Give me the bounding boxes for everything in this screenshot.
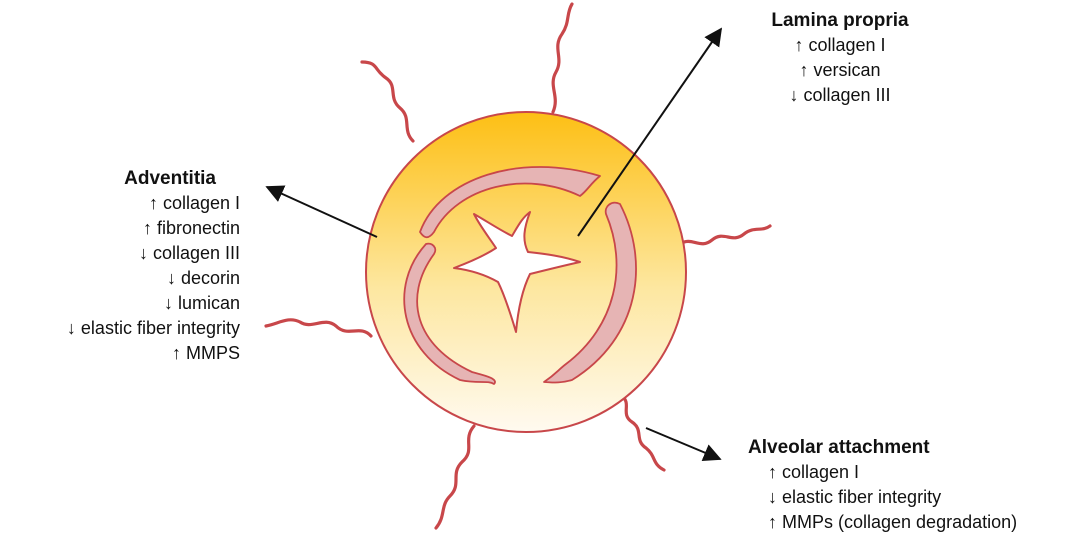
adventitia-item: ↓ lumican [8,291,240,316]
adventitia-block: Adventitia ↑ collagen I ↑ fibronectin ↓ … [8,166,240,366]
alveolar-attachment-title: Alveolar attachment [744,435,1089,460]
lamina-propria-item: ↓ collagen III [740,83,940,108]
alveolar-attachment-block: Alveolar attachment ↑ collagen I ↓ elast… [744,435,1089,535]
fiber-right [680,226,770,244]
fiber-left [266,320,371,336]
fiber-top-right [553,4,572,112]
alveolar-attachment-item: ↑ collagen I [744,460,1089,485]
adventitia-item: ↑ collagen I [8,191,240,216]
lamina-propria-block: Lamina propria ↑ collagen I ↑ versican ↓… [740,8,940,108]
alveolar-attachment-item: ↑ MMPs (collagen degradation) [744,510,1089,535]
adventitia-item: ↓ collagen III [8,241,240,266]
lamina-propria-item: ↑ versican [740,58,940,83]
fiber-bottom-left [436,426,474,528]
adventitia-item: ↓ decorin [8,266,240,291]
arrow-adventitia [267,187,377,237]
arrow-alveolar-attachment [646,428,720,459]
fiber-top-left [362,62,413,141]
adventitia-title: Adventitia [8,166,240,191]
adventitia-item: ↑ MMPS [8,341,240,366]
adventitia-item: ↓ elastic fiber integrity [8,316,240,341]
lamina-propria-title: Lamina propria [740,8,940,33]
adventitia-item: ↑ fibronectin [8,216,240,241]
lamina-propria-item: ↑ collagen I [740,33,940,58]
alveolar-attachment-item: ↓ elastic fiber integrity [744,485,1089,510]
